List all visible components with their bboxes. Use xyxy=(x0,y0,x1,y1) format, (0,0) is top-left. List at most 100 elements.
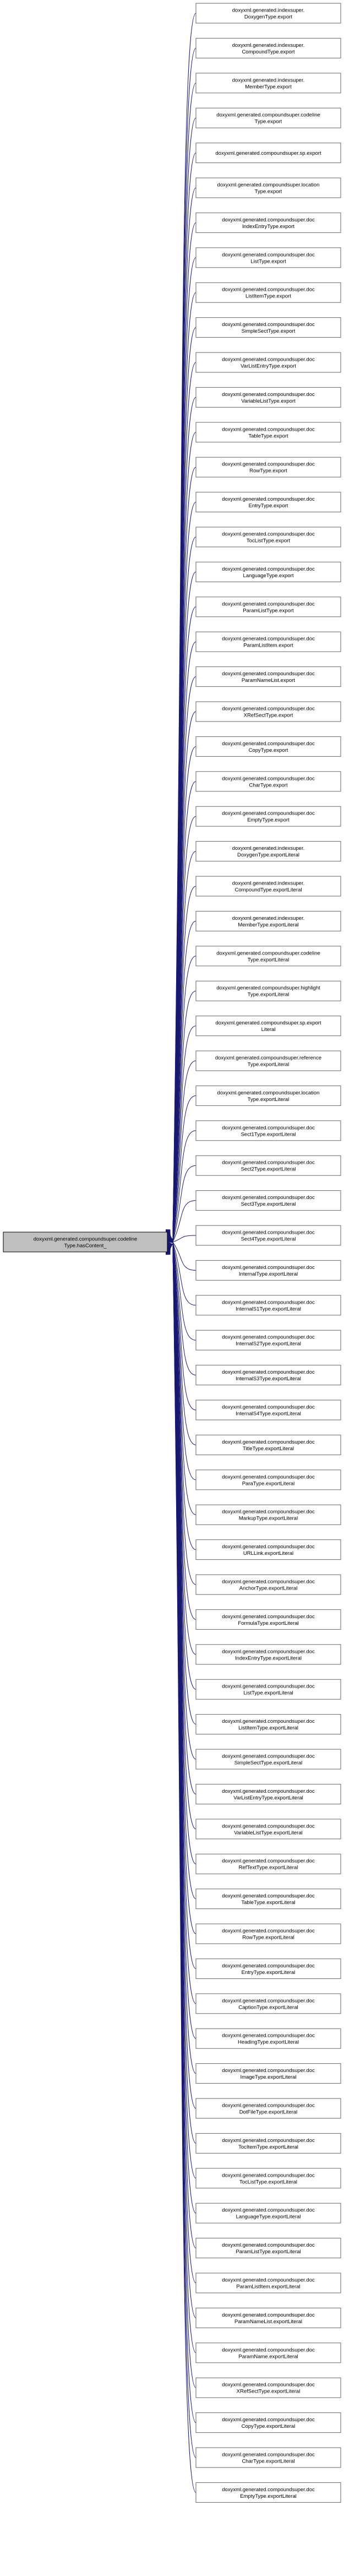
caller-node[interactable]: doxyxml.generated.compoundsuper.docSimpl… xyxy=(195,1749,341,1770)
caller-node-label-line: doxyxml.generated.indexsuper. xyxy=(232,915,305,921)
caller-node[interactable]: doxyxml.generated.compoundsuper.docParam… xyxy=(195,666,341,687)
caller-node[interactable]: doxyxml.generated.compoundsuper.docParam… xyxy=(195,2238,341,2259)
caller-node[interactable]: doxyxml.generated.compoundsuper.docParam… xyxy=(195,2273,341,2293)
caller-node[interactable]: doxyxml.generated.compoundsuper.docAncho… xyxy=(195,1574,341,1595)
caller-node[interactable]: doxyxml.generated.compoundsuper.codeline… xyxy=(195,107,341,128)
caller-node-label-line: ParaType.exportLiteral xyxy=(242,1480,295,1487)
caller-node[interactable]: doxyxml.generated.compoundsuper.docParam… xyxy=(195,596,341,617)
caller-node[interactable]: doxyxml.generated.compoundsuper.docRowTy… xyxy=(195,1923,341,1944)
caller-node-box xyxy=(195,701,341,722)
caller-node[interactable]: doxyxml.generated.compoundsuper.docRefTe… xyxy=(195,1853,341,1874)
caller-node[interactable]: doxyxml.generated.compoundsuper.docRowTy… xyxy=(195,457,341,478)
edge-arrowhead xyxy=(167,1238,174,1243)
caller-node-box xyxy=(195,2447,341,2468)
caller-node[interactable]: doxyxml.generated.compoundsuper.docVarLi… xyxy=(195,1783,341,1804)
caller-node[interactable]: doxyxml.generated.indexsuper.CompoundTyp… xyxy=(195,876,341,897)
edge-line xyxy=(172,1026,196,1241)
caller-node-label-line: ParamListType.exportLiteral xyxy=(236,2249,301,2255)
caller-node[interactable]: doxyxml.generated.compoundsuper.docImage… xyxy=(195,2063,341,2084)
caller-node[interactable]: doxyxml.generated.compoundsuper.docListI… xyxy=(195,1714,341,1735)
caller-node[interactable]: doxyxml.generated.indexsuper.CompoundTyp… xyxy=(195,37,341,58)
caller-node[interactable]: doxyxml.generated.compoundsuper.sp.expor… xyxy=(195,1016,341,1037)
caller-node[interactable]: doxyxml.generated.compoundsuper.docIndex… xyxy=(195,212,341,233)
caller-node[interactable]: doxyxml.generated.compoundsuper.docListT… xyxy=(195,247,341,268)
caller-node-label-line: TableType.exportLiteral xyxy=(241,1900,295,1906)
caller-node-box xyxy=(195,1190,341,1211)
caller-node[interactable]: doxyxml.generated.compoundsuper.docInter… xyxy=(195,1295,341,1316)
caller-node[interactable]: doxyxml.generated.compoundsuper.docVaria… xyxy=(195,1819,341,1840)
caller-node[interactable]: doxyxml.generated.compoundsuper.docTable… xyxy=(195,422,341,443)
caller-node[interactable]: doxyxml.generated.compoundsuper.docXRefS… xyxy=(195,2377,341,2398)
caller-node[interactable]: doxyxml.generated.compoundsuper.docVaria… xyxy=(195,387,341,408)
caller-node[interactable]: doxyxml.generated.compoundsuper.docCopyT… xyxy=(195,736,341,757)
caller-node[interactable]: doxyxml.generated.compoundsuper.docTable… xyxy=(195,1889,341,1910)
caller-node[interactable]: doxyxml.generated.compoundsuper.docEmpty… xyxy=(195,2482,341,2503)
caller-node[interactable]: doxyxml.generated.compoundsuper.docSect4… xyxy=(195,1225,341,1246)
caller-node[interactable]: doxyxml.generated.indexsuper.MemberType.… xyxy=(195,73,341,94)
caller-node-box xyxy=(195,910,341,931)
caller-node[interactable]: doxyxml.generated.compoundsuper.docSect3… xyxy=(195,1190,341,1211)
caller-node[interactable]: doxyxml.generated.compoundsuper.docParam… xyxy=(195,2307,341,2328)
caller-node-label-line: Type.exportLiteral xyxy=(248,1062,290,1068)
caller-node[interactable]: doxyxml.generated.compoundsuper.docTocIt… xyxy=(195,2133,341,2154)
caller-node[interactable]: doxyxml.generated.compoundsuper.docSect2… xyxy=(195,1155,341,1176)
caller-node[interactable]: doxyxml.generated.compoundsuper.docDotFi… xyxy=(195,2098,341,2119)
caller-node[interactable]: doxyxml.generated.compoundsuper.docParaT… xyxy=(195,1469,341,1490)
caller-node[interactable]: doxyxml.generated.compoundsuper.docInter… xyxy=(195,1260,341,1281)
caller-node-box xyxy=(195,2063,341,2084)
caller-node[interactable]: doxyxml.generated.compoundsuper.docMarku… xyxy=(195,1504,341,1525)
caller-node[interactable]: doxyxml.generated.compoundsuper.docEmpty… xyxy=(195,806,341,827)
caller-node[interactable]: doxyxml.generated.compoundsuper.docIndex… xyxy=(195,1644,341,1665)
caller-node-box xyxy=(195,387,341,408)
caller-node[interactable]: doxyxml.generated.compoundsuper.referenc… xyxy=(195,1050,341,1071)
caller-node-label-line: RefTextType.exportLiteral xyxy=(239,1865,298,1871)
caller-node-label-line: EmptyType.export xyxy=(247,817,290,823)
caller-node[interactable]: doxyxml.generated.compoundsuper.docCapti… xyxy=(195,1993,341,2014)
caller-node[interactable]: doxyxml.generated.compoundsuper.docCharT… xyxy=(195,771,341,792)
edge-line xyxy=(172,1242,196,1306)
root-node-codelinetype-hascontent[interactable]: doxyxml.generated.compoundsuper.codeline… xyxy=(3,1232,168,1252)
caller-node[interactable]: doxyxml.generated.compoundsuper.docEntry… xyxy=(195,1958,341,1979)
caller-node[interactable]: doxyxml.generated.compoundsuper.docTocLi… xyxy=(195,527,341,547)
caller-node-box xyxy=(195,1434,341,1455)
caller-node[interactable]: doxyxml.generated.compoundsuper.docListI… xyxy=(195,282,341,303)
caller-node[interactable]: doxyxml.generated.compoundsuper.location… xyxy=(195,1085,341,1106)
caller-node[interactable]: doxyxml.generated.compoundsuper.docInter… xyxy=(195,1400,341,1420)
caller-node-box xyxy=(195,2168,341,2189)
caller-node[interactable]: doxyxml.generated.compoundsuper.docLangu… xyxy=(195,2203,341,2224)
caller-node-box xyxy=(195,1714,341,1735)
caller-node[interactable]: doxyxml.generated.compoundsuper.docFormu… xyxy=(195,1609,341,1630)
caller-node[interactable]: doxyxml.generated.compoundsuper.docXRefS… xyxy=(195,701,341,722)
caller-node[interactable]: doxyxml.generated.indexsuper.DoxygenType… xyxy=(195,841,341,862)
caller-node[interactable]: doxyxml.generated.compoundsuper.docListT… xyxy=(195,1679,341,1700)
caller-node[interactable]: doxyxml.generated.compoundsuper.highligh… xyxy=(195,980,341,1001)
caller-node[interactable]: doxyxml.generated.compoundsuper.docSect1… xyxy=(195,1120,341,1141)
caller-node[interactable]: doxyxml.generated.compoundsuper.docEntry… xyxy=(195,492,341,513)
caller-node-box xyxy=(195,736,341,757)
caller-node[interactable]: doxyxml.generated.compoundsuper.docInter… xyxy=(195,1365,341,1386)
caller-node[interactable]: doxyxml.generated.compoundsuper.docVarLi… xyxy=(195,352,341,373)
edge-44 xyxy=(166,1243,196,1550)
caller-node-label-line: CompoundType.export xyxy=(242,49,294,55)
caller-node[interactable]: doxyxml.generated.compoundsuper.docURLLi… xyxy=(195,1539,341,1560)
caller-node-label-line: doxyxml.generated.compoundsuper.doc xyxy=(222,426,315,432)
caller-node-label-line: doxyxml.generated.compoundsuper.doc xyxy=(222,1230,315,1236)
caller-node[interactable]: doxyxml.generated.compoundsuper.docCharT… xyxy=(195,2447,341,2468)
caller-node[interactable]: doxyxml.generated.compoundsuper.docLangu… xyxy=(195,561,341,582)
caller-node[interactable]: doxyxml.generated.compoundsuper.sp.expor… xyxy=(195,143,341,164)
caller-node[interactable]: doxyxml.generated.compoundsuper.docHeadi… xyxy=(195,2028,341,2049)
caller-node[interactable]: doxyxml.generated.compoundsuper.docTocLi… xyxy=(195,2168,341,2189)
caller-node[interactable]: doxyxml.generated.compoundsuper.docCopyT… xyxy=(195,2412,341,2433)
caller-node[interactable]: doxyxml.generated.compoundsuper.location… xyxy=(195,177,341,198)
caller-node[interactable]: doxyxml.generated.compoundsuper.codeline… xyxy=(195,946,341,967)
caller-node[interactable]: doxyxml.generated.compoundsuper.docInter… xyxy=(195,1330,341,1351)
caller-node-label-line: doxyxml.generated.compoundsuper.doc xyxy=(222,2452,315,2458)
caller-node[interactable]: doxyxml.generated.compoundsuper.docParam… xyxy=(195,2342,341,2363)
caller-node[interactable]: doxyxml.generated.compoundsuper.docTitle… xyxy=(195,1434,341,1455)
caller-node[interactable]: doxyxml.generated.indexsuper.DoxygenType… xyxy=(195,3,341,24)
caller-node[interactable]: doxyxml.generated.compoundsuper.docSimpl… xyxy=(195,317,341,338)
caller-node[interactable]: doxyxml.generated.indexsuper.MemberType.… xyxy=(195,910,341,931)
caller-node-label-line: doxyxml.generated.compoundsuper.highligh… xyxy=(216,985,320,991)
caller-node[interactable]: doxyxml.generated.compoundsuper.docParam… xyxy=(195,631,341,652)
